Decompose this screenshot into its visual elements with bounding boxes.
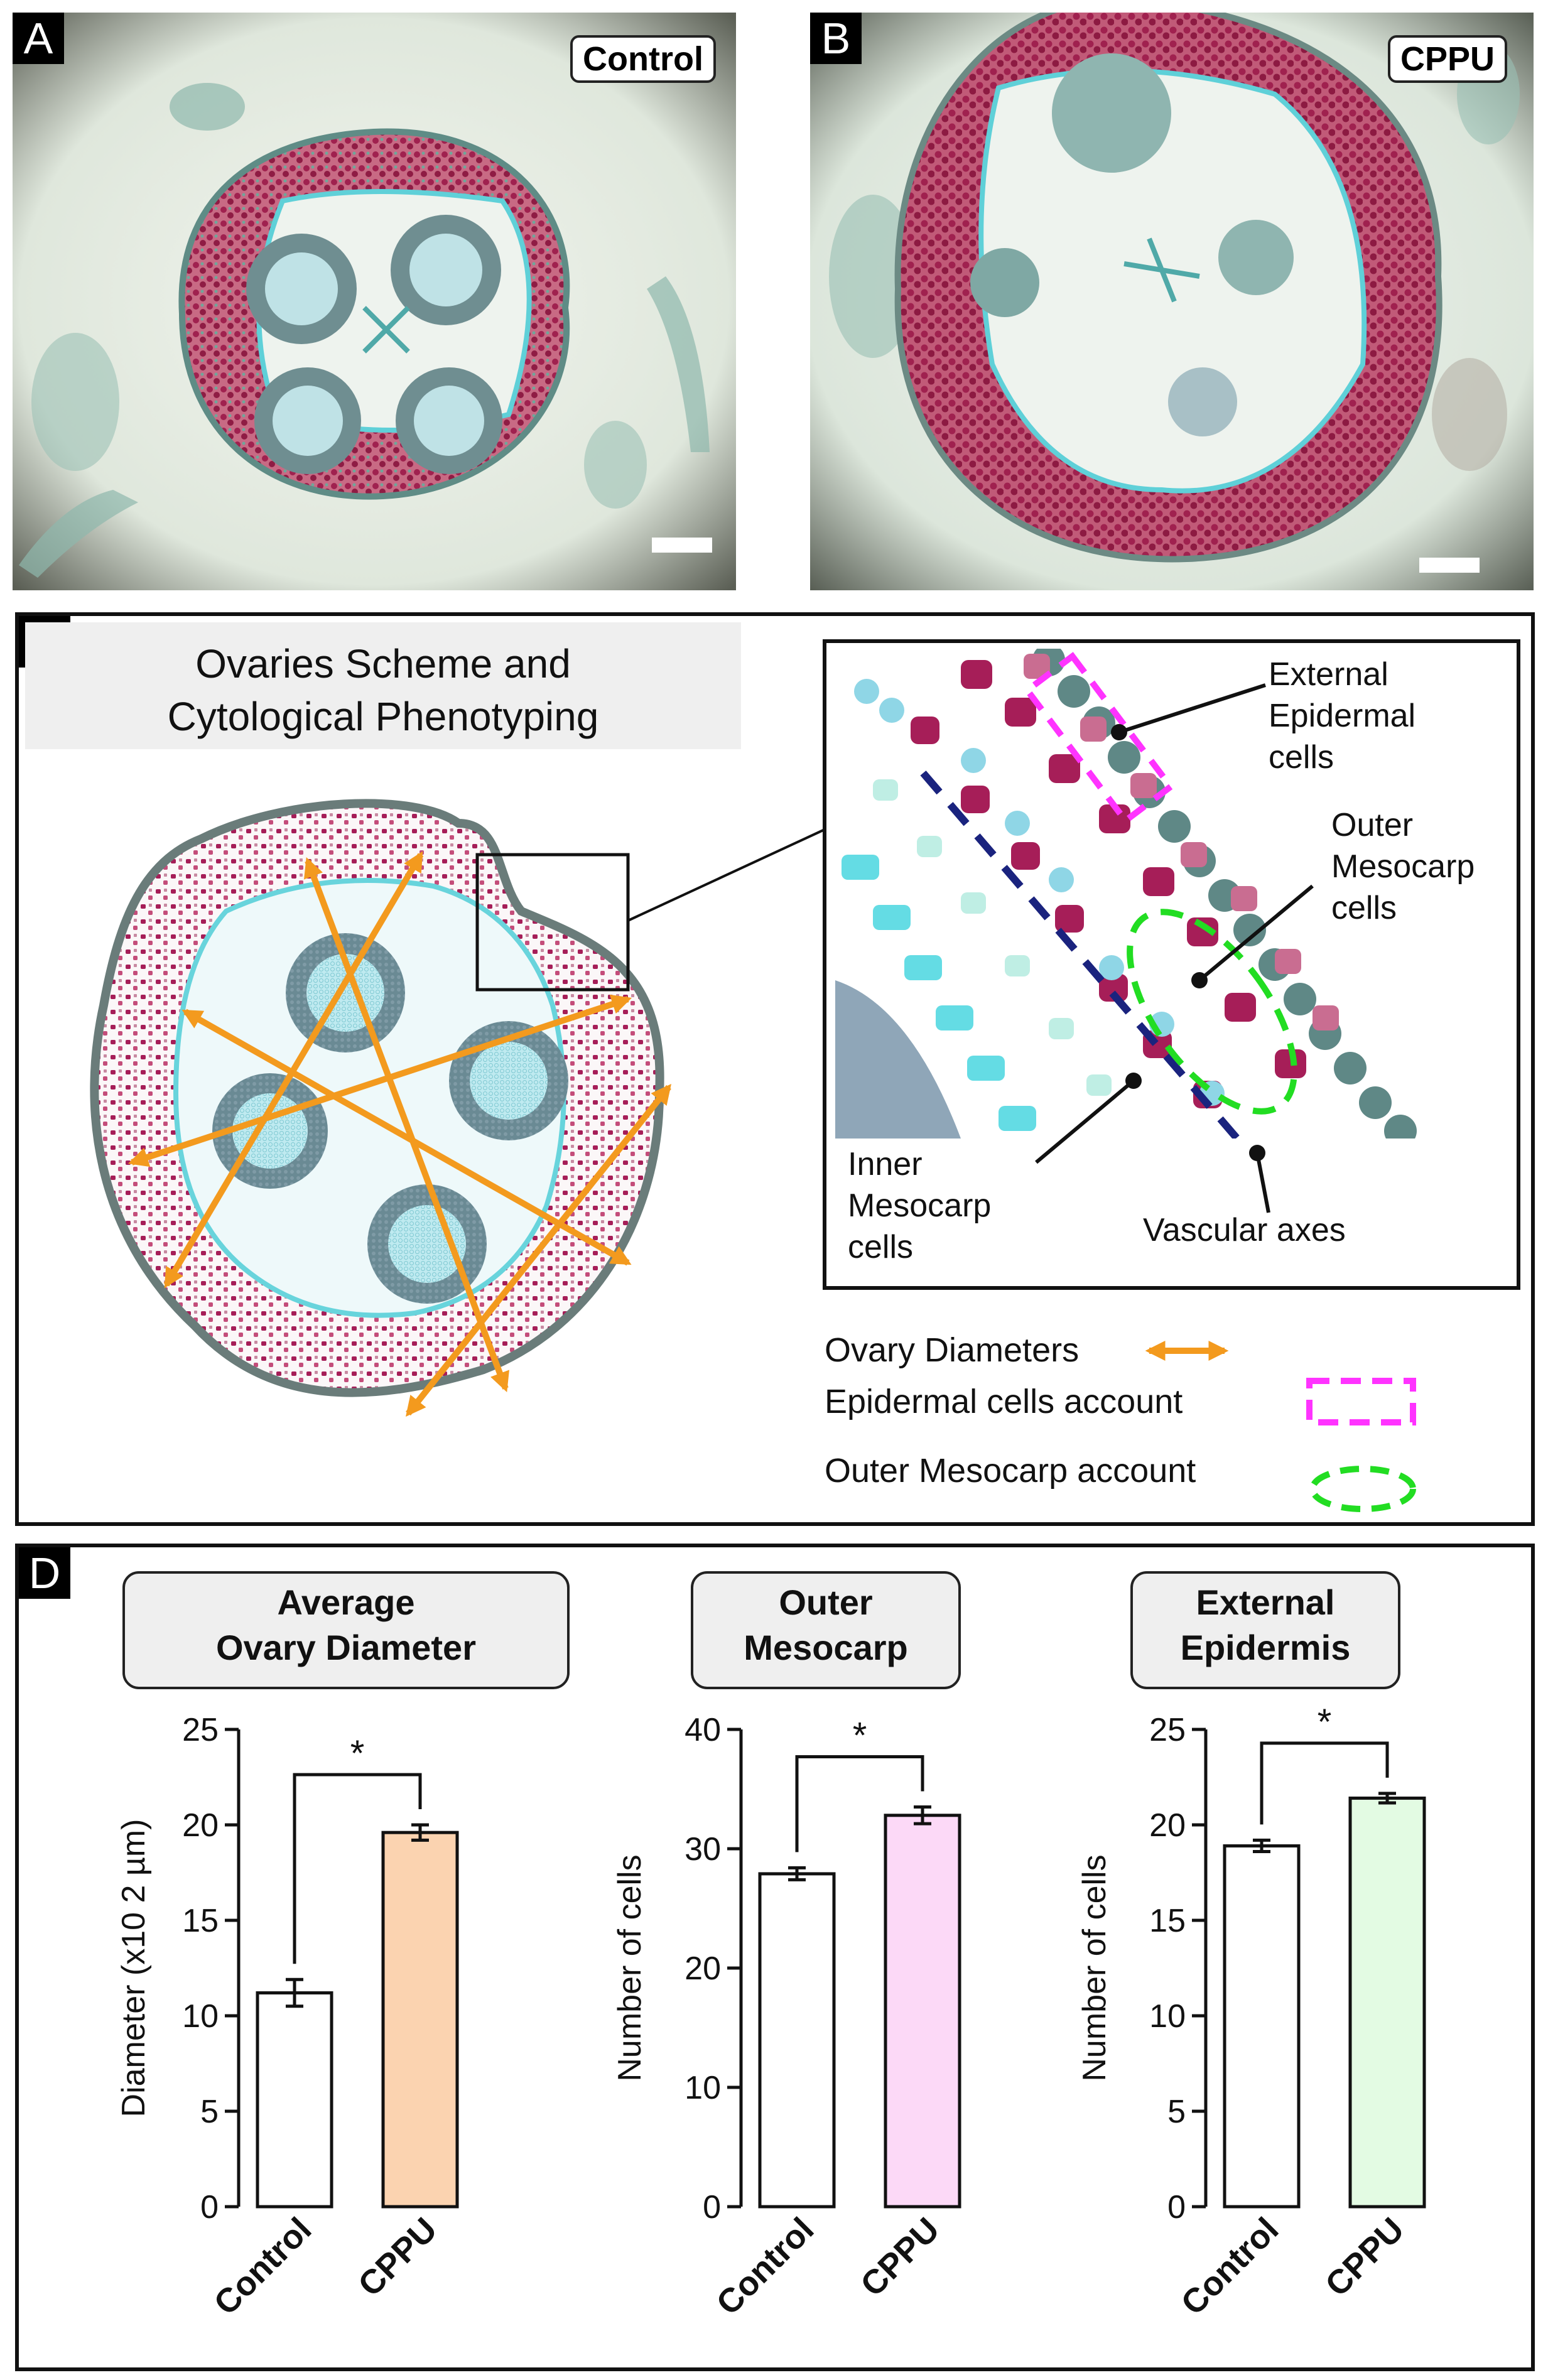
bar: [1223, 1844, 1301, 2209]
category-label: CPPU: [1318, 2210, 1412, 2304]
y-tick-label: 30: [685, 1831, 721, 1868]
y-tick-label: 20: [182, 1807, 219, 1844]
zoom-region-box: [475, 853, 630, 992]
y-tick-label: 10: [685, 2070, 721, 2106]
y-tick-label: 0: [1167, 2189, 1186, 2226]
panel-b-letter: B: [810, 13, 862, 64]
y-tick-label: 20: [685, 1950, 721, 1987]
category-label: Control: [207, 2210, 318, 2322]
y-tick-label: 10: [1149, 1998, 1186, 2035]
ovary-diameter-arrows: [127, 851, 671, 1417]
bar: [884, 1814, 961, 2209]
bar: [1348, 1796, 1426, 2209]
legend-ovary-diameters: Ovary Diameters: [825, 1331, 1080, 1369]
y-tick-label: 25: [1149, 1712, 1186, 1748]
chart-title-ovary-diameter: Average Ovary Diameter: [122, 1571, 570, 1689]
y-tick-label: 40: [685, 1712, 721, 1748]
bar: [256, 1991, 333, 2209]
panel-d-charts: D Average Ovary Diameter Outer Mesocarp …: [15, 1544, 1535, 2371]
control-ovary-section: [13, 13, 736, 590]
control-tag: Control: [570, 35, 716, 83]
panel-b-micrograph: B CPPU: [810, 13, 1534, 590]
y-axis-label: Diameter (x10 2 µm): [116, 1819, 152, 2118]
significance-star: *: [350, 1733, 365, 1774]
category-label: Control: [1174, 2210, 1285, 2322]
significance-star: *: [1318, 1702, 1332, 1743]
y-tick-label: 0: [703, 2189, 721, 2226]
panel-d-letter: D: [19, 1547, 70, 1599]
label-external-epidermal: External Epidermal cells: [1269, 656, 1416, 776]
y-tick-label: 10: [182, 1998, 219, 2035]
ovary-scheme-drawing: [90, 639, 1520, 1512]
cppu-tag: CPPU: [1388, 35, 1508, 83]
scale-bar-a: [652, 538, 712, 553]
y-axis-label: Number of cells: [1076, 1854, 1113, 2081]
scheme-title-line1: Ovaries Scheme and: [195, 641, 571, 686]
significance-star: *: [853, 1716, 867, 1756]
y-tick-label: 15: [182, 1903, 219, 1939]
panel-a-micrograph: A Control: [13, 13, 736, 590]
epidermal-count-box: [1022, 652, 1176, 825]
cppu-ovary-section: [810, 13, 1534, 590]
category-label: CPPU: [853, 2210, 947, 2304]
bar: [758, 1872, 836, 2209]
label-vascular-axes: Vascular axes: [1143, 1212, 1346, 1248]
significance-bracket: [293, 1773, 422, 1964]
panel-a-letter: A: [13, 13, 64, 64]
significance-bracket: [1260, 1741, 1389, 1825]
y-tick-label: 20: [1149, 1807, 1186, 1844]
scale-bar-b: [1419, 558, 1480, 573]
category-label: CPPU: [351, 2210, 445, 2304]
category-label: Control: [709, 2210, 821, 2322]
bar: [381, 1831, 459, 2209]
legend-mesocarp-count: Outer Mesocarp account: [825, 1452, 1196, 1490]
y-axis-label: Number of cells: [612, 1854, 648, 2081]
y-tick-label: 5: [1167, 2094, 1186, 2130]
outer-mesocarp-ellipse: [1127, 909, 1297, 1115]
legend-epidermal-count: Epidermal cells account: [825, 1383, 1183, 1420]
scheme-title-line2: Cytological Phenotyping: [167, 694, 599, 739]
significance-bracket: [795, 1755, 924, 1853]
mesocarp-legend-ellipse: [1309, 1466, 1416, 1512]
chart-title-external-epidermis: External Epidermis: [1130, 1571, 1400, 1689]
panel-c-scheme: C Ovaries Scheme and Cytological Phenoty…: [15, 612, 1535, 1526]
y-tick-label: 25: [182, 1712, 219, 1748]
label-inner-mesocarp: Inner Mesocarp cells: [848, 1146, 992, 1265]
scheme-title-box: Ovaries Scheme and Cytological Phenotypi…: [25, 622, 741, 749]
epidermal-legend-box: [1306, 1378, 1416, 1425]
zoom-detail: [823, 639, 1520, 1290]
y-tick-label: 5: [200, 2094, 219, 2130]
y-tick-label: 15: [1149, 1903, 1186, 1939]
label-outer-mesocarp: Outer Mesocarp cells: [1331, 807, 1475, 926]
y-tick-label: 0: [200, 2189, 219, 2226]
chart-title-outer-mesocarp: Outer Mesocarp: [691, 1571, 961, 1689]
